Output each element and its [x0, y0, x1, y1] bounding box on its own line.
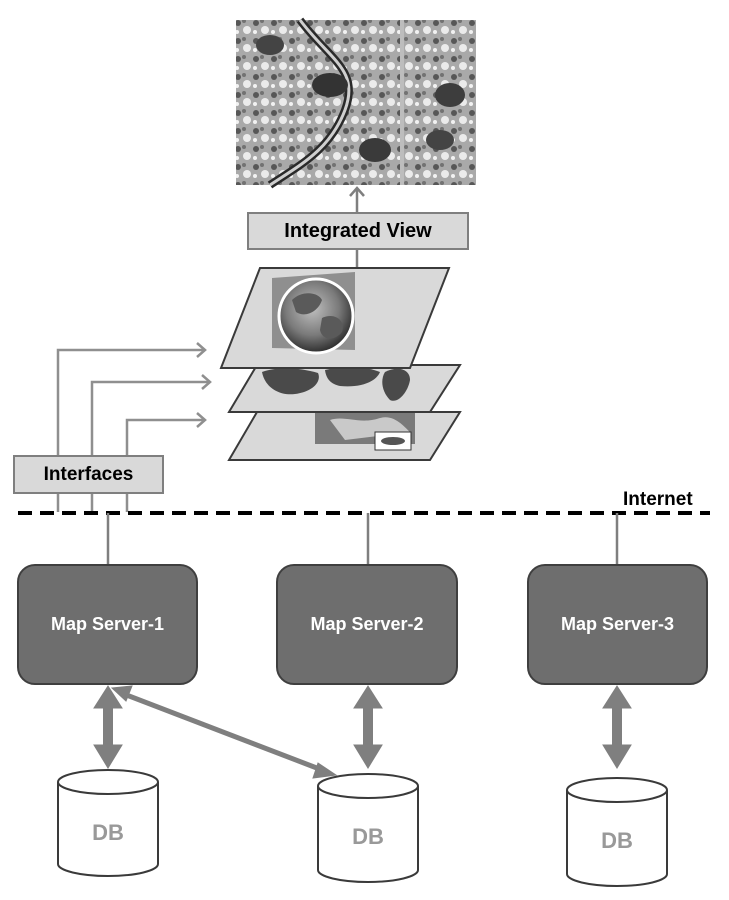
server-db-link-1: [93, 685, 123, 769]
server-uplinks: [106, 513, 619, 566]
server-db-link-2: [353, 685, 383, 769]
internet-label: Internet: [623, 489, 693, 510]
map-layer-bottom: [227, 411, 462, 461]
database-cylinder-3: [566, 777, 668, 887]
view-to-image-arrow: [349, 186, 365, 212]
map-server-2: Map Server-2: [276, 564, 458, 685]
db-label-2: DB: [352, 824, 384, 849]
integrated-view-label: Integrated View: [247, 212, 469, 250]
aerial-image: [236, 17, 476, 189]
map-layer-top: [219, 267, 451, 369]
server-db-link-3: [602, 685, 632, 769]
map-layer-middle: [227, 364, 462, 413]
database-cylinder-2: [317, 773, 419, 883]
map-server-3: Map Server-3: [527, 564, 708, 685]
globe-icon: [277, 277, 355, 355]
map-server-1: Map Server-1: [17, 564, 198, 685]
interface-arrows: [56, 342, 212, 512]
database-cylinder-1: [57, 769, 159, 877]
db-label-1: DB: [92, 820, 124, 845]
interfaces-label: Interfaces: [13, 455, 164, 494]
db-label-3: DB: [601, 828, 633, 853]
server1-db2-cross-link: [110, 685, 338, 779]
